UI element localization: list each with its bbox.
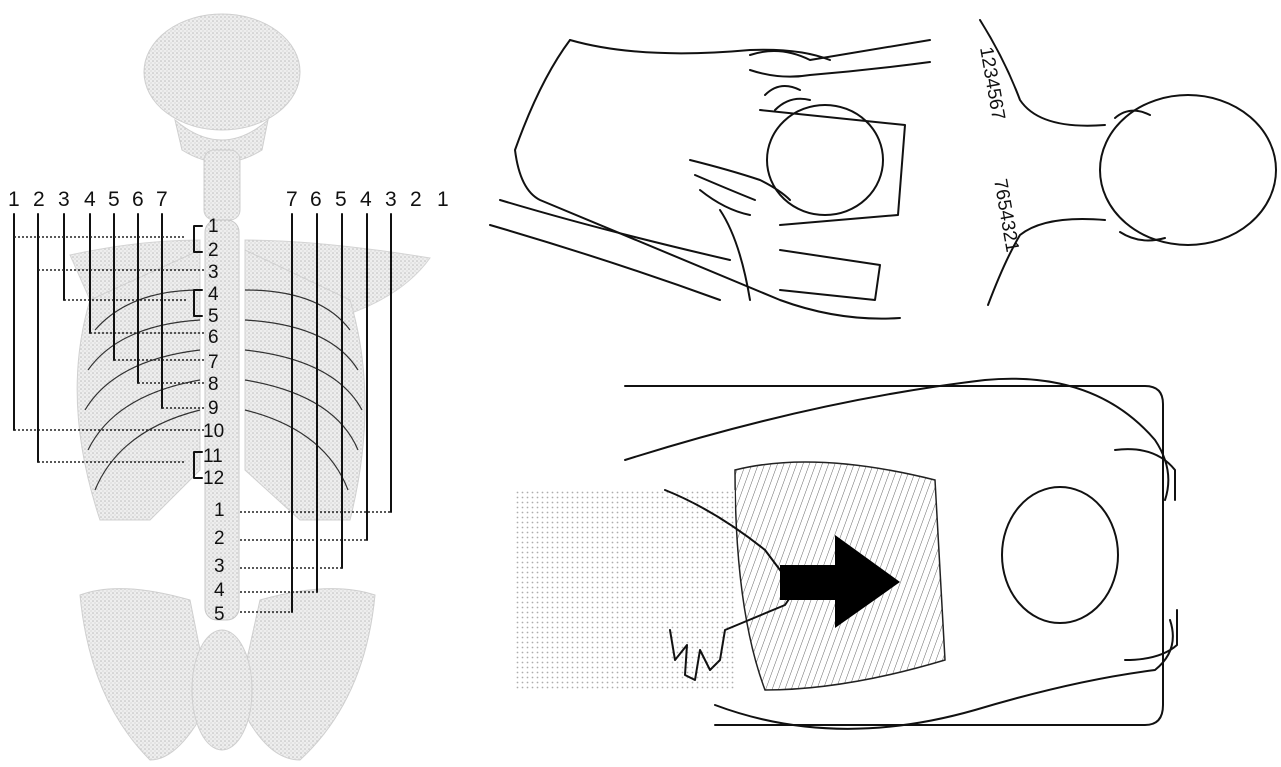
left-top-number: 4 <box>84 188 96 211</box>
patient-head <box>1002 487 1118 623</box>
right-top-number: 4 <box>360 188 372 211</box>
lumbar-label: 2 <box>214 528 225 549</box>
thoracic-label: 9 <box>208 398 219 419</box>
sacrum <box>192 630 252 750</box>
right-top-number: 5 <box>335 188 347 211</box>
shoulder-massage-svg <box>480 0 940 322</box>
thoracic-label: 1 <box>208 216 219 237</box>
thoracic-label: 8 <box>208 374 219 395</box>
patient-hand-top <box>1115 449 1175 500</box>
lumbar-label: 1 <box>214 500 225 521</box>
therapist-hand-top <box>750 40 930 77</box>
right-top-number-row: 7 6 5 4 3 2 1 <box>286 188 449 211</box>
right-top-number: 7 <box>286 188 298 211</box>
thoracic-label: 6 <box>208 327 219 348</box>
thoracic-label: 3 <box>208 262 219 283</box>
left-top-number-row: 1 2 3 4 5 6 7 <box>8 188 168 211</box>
right-top-number: 1 <box>437 188 449 211</box>
thoracic-label: 11 <box>203 446 223 467</box>
spine-diagram-svg: 1 2 3 4 5 6 7 7 6 5 4 3 2 1 <box>0 0 470 767</box>
left-top-number: 3 <box>58 188 70 211</box>
skull <box>144 14 300 130</box>
patient-arm <box>780 250 880 300</box>
cervical-vertebrae <box>204 150 240 220</box>
lumbar-label: 3 <box>214 556 225 577</box>
right-top-number: 3 <box>385 188 397 211</box>
table-edge <box>500 200 730 260</box>
left-top-number: 1 <box>8 188 20 211</box>
right-top-number: 2 <box>410 188 422 211</box>
prone-back-massage-illustration <box>515 360 1281 767</box>
patient-shoulder-line <box>570 40 830 60</box>
left-top-number: 5 <box>108 188 120 211</box>
thoracic-label: 4 <box>208 284 219 305</box>
thoracic-label: 10 <box>203 421 224 442</box>
therapist-hand-lower <box>690 160 790 300</box>
neck-sequence-svg: 1234567 7654321 <box>950 0 1281 322</box>
thoracic-label: 5 <box>208 306 219 327</box>
neck-sequence-illustration: 1234567 7654321 <box>950 0 1281 322</box>
thoracic-label: 12 <box>203 468 224 489</box>
right-top-number: 6 <box>310 188 322 211</box>
table-edge <box>490 225 720 300</box>
neck-sequence-lower: 7654321 <box>989 177 1023 253</box>
left-top-number: 2 <box>33 188 45 211</box>
lower-body <box>515 490 735 690</box>
shoulder-massage-illustration <box>480 0 940 322</box>
spine-segment-diagram: 1 2 3 4 5 6 7 7 6 5 4 3 2 1 <box>0 0 470 767</box>
left-top-number: 7 <box>156 188 168 211</box>
therapist-fingers-top <box>765 86 810 110</box>
neck-sequence-upper: 1234567 <box>975 45 1009 121</box>
thoracic-label: 7 <box>208 352 219 373</box>
lumbar-labels: 1 2 3 4 5 <box>214 500 225 625</box>
lumbar-label: 4 <box>214 580 225 601</box>
lumbar-label: 5 <box>214 604 225 625</box>
head-back <box>1100 95 1276 245</box>
prone-back-svg <box>515 360 1281 767</box>
thoracic-label: 2 <box>208 240 219 261</box>
left-top-number: 6 <box>132 188 144 211</box>
